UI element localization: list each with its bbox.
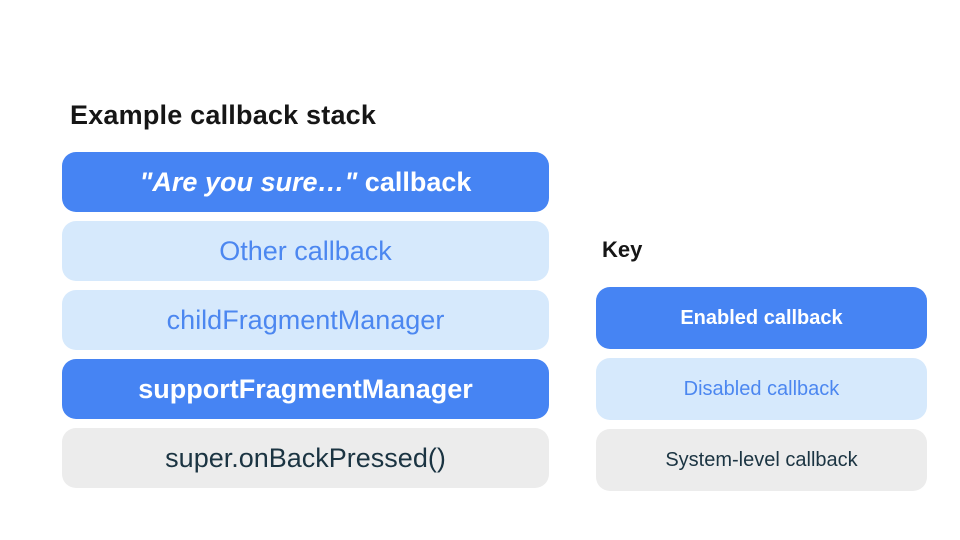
- key-item-enabled-callback: Enabled callback: [596, 287, 927, 349]
- key-title: Key: [602, 237, 643, 262]
- stack-item-supportfragmentmanager: supportFragmentManager: [62, 359, 549, 419]
- stack-item-other-callback: Other callback: [62, 221, 549, 281]
- key-item-disabled-callback: Disabled callback: [596, 358, 927, 420]
- key-legend: Enabled callback Disabled callback Syste…: [596, 287, 927, 491]
- stack-item-childfragmentmanager: childFragmentManager: [62, 290, 549, 350]
- stack-item-rest-text: callback: [357, 166, 472, 197]
- page-title: Example callback stack: [70, 100, 377, 130]
- stack-item-quoted-text: "Are you sure…": [139, 166, 358, 197]
- key-item-system-level-callback: System-level callback: [596, 429, 927, 491]
- stack-item-super-onbackpressed: super.onBackPressed(): [62, 428, 549, 488]
- stack-item-are-you-sure-callback: "Are you sure…" callback: [62, 152, 549, 212]
- callback-stack: "Are you sure…" callback Other callback …: [62, 152, 549, 488]
